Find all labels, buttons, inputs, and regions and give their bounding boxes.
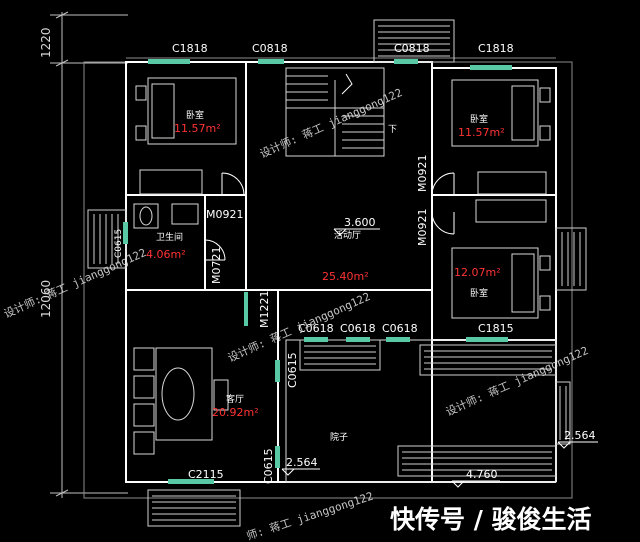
room-name-living-room: 客厅 (226, 393, 244, 405)
room-name-activity-hall: 活动厅 (334, 229, 361, 241)
room-area-living-room: 20.92m² (212, 406, 259, 419)
brand-overlay: 快传号 / 骏俊生活 (390, 505, 592, 534)
room-name-bathroom: 卫生间 (156, 231, 183, 243)
dim-total-height: 12060 (39, 280, 53, 318)
room-area-bedroom-top-right: 11.57m² (458, 126, 505, 139)
room-name-bedroom-top-right: 卧室 (470, 113, 488, 125)
label-c0615-hall-low: C0615 (262, 448, 275, 484)
furniture (133, 77, 551, 455)
door-swings (204, 172, 455, 261)
label-c1818-left: C1818 (172, 42, 208, 55)
room-name-bedroom-mid-right: 卧室 (470, 287, 488, 299)
elevation-court-bottom: 4.760 (466, 468, 498, 481)
dim-top-height: 1220 (39, 27, 53, 58)
label-m0921-bath: M0921 (206, 208, 244, 221)
label-c0618-3: C0618 (382, 322, 418, 335)
windows (123, 59, 512, 484)
watermark-4: 设计师: 蒋工 jianggong122 (444, 344, 590, 419)
label-c0818-top: C0818 (252, 42, 288, 55)
room-area-bathroom: 4.06m² (146, 248, 186, 261)
stair (285, 67, 385, 157)
stair-down-label: 下 (388, 125, 397, 135)
label-c0618-1: C0618 (298, 322, 334, 335)
elevation-hall: 3.600 (344, 216, 376, 229)
label-c2115: C2115 (188, 468, 224, 481)
room-name-courtyard: 院子 (330, 431, 348, 443)
watermark-1: 设计师: 蒋工 jianggong122 (258, 86, 404, 161)
label-c0818-top-right: C0818 (394, 42, 430, 55)
room-area-bedroom-top-left: 11.57m² (174, 122, 221, 135)
elevation-court-left: 2.564 (286, 456, 318, 469)
room-area-activity-hall: 25.40m² (322, 270, 369, 283)
room-area-bedroom-mid-right: 12.07m² (454, 266, 501, 279)
label-c1815: C1815 (478, 322, 514, 335)
label-m0921-right-top: M0921 (416, 155, 429, 193)
elevation-court-right: 2.564 (564, 429, 596, 442)
label-c0618-2: C0618 (340, 322, 376, 335)
label-c0615-bath: C0615 (114, 229, 124, 258)
room-name-bedroom-top-left: 卧室 (186, 109, 204, 121)
label-m0721: M0721 (210, 247, 223, 285)
watermark-5: 师: 蒋工 jianggong122 (245, 490, 375, 542)
label-m1221: M1221 (258, 291, 271, 329)
dimension-lines (50, 11, 128, 498)
railings (87, 19, 587, 527)
label-m0921-right-mid: M0921 (416, 209, 429, 247)
label-c0615-hall: C0615 (286, 352, 299, 388)
label-c1818-right: C1818 (478, 42, 514, 55)
elevation-markers (281, 228, 598, 488)
